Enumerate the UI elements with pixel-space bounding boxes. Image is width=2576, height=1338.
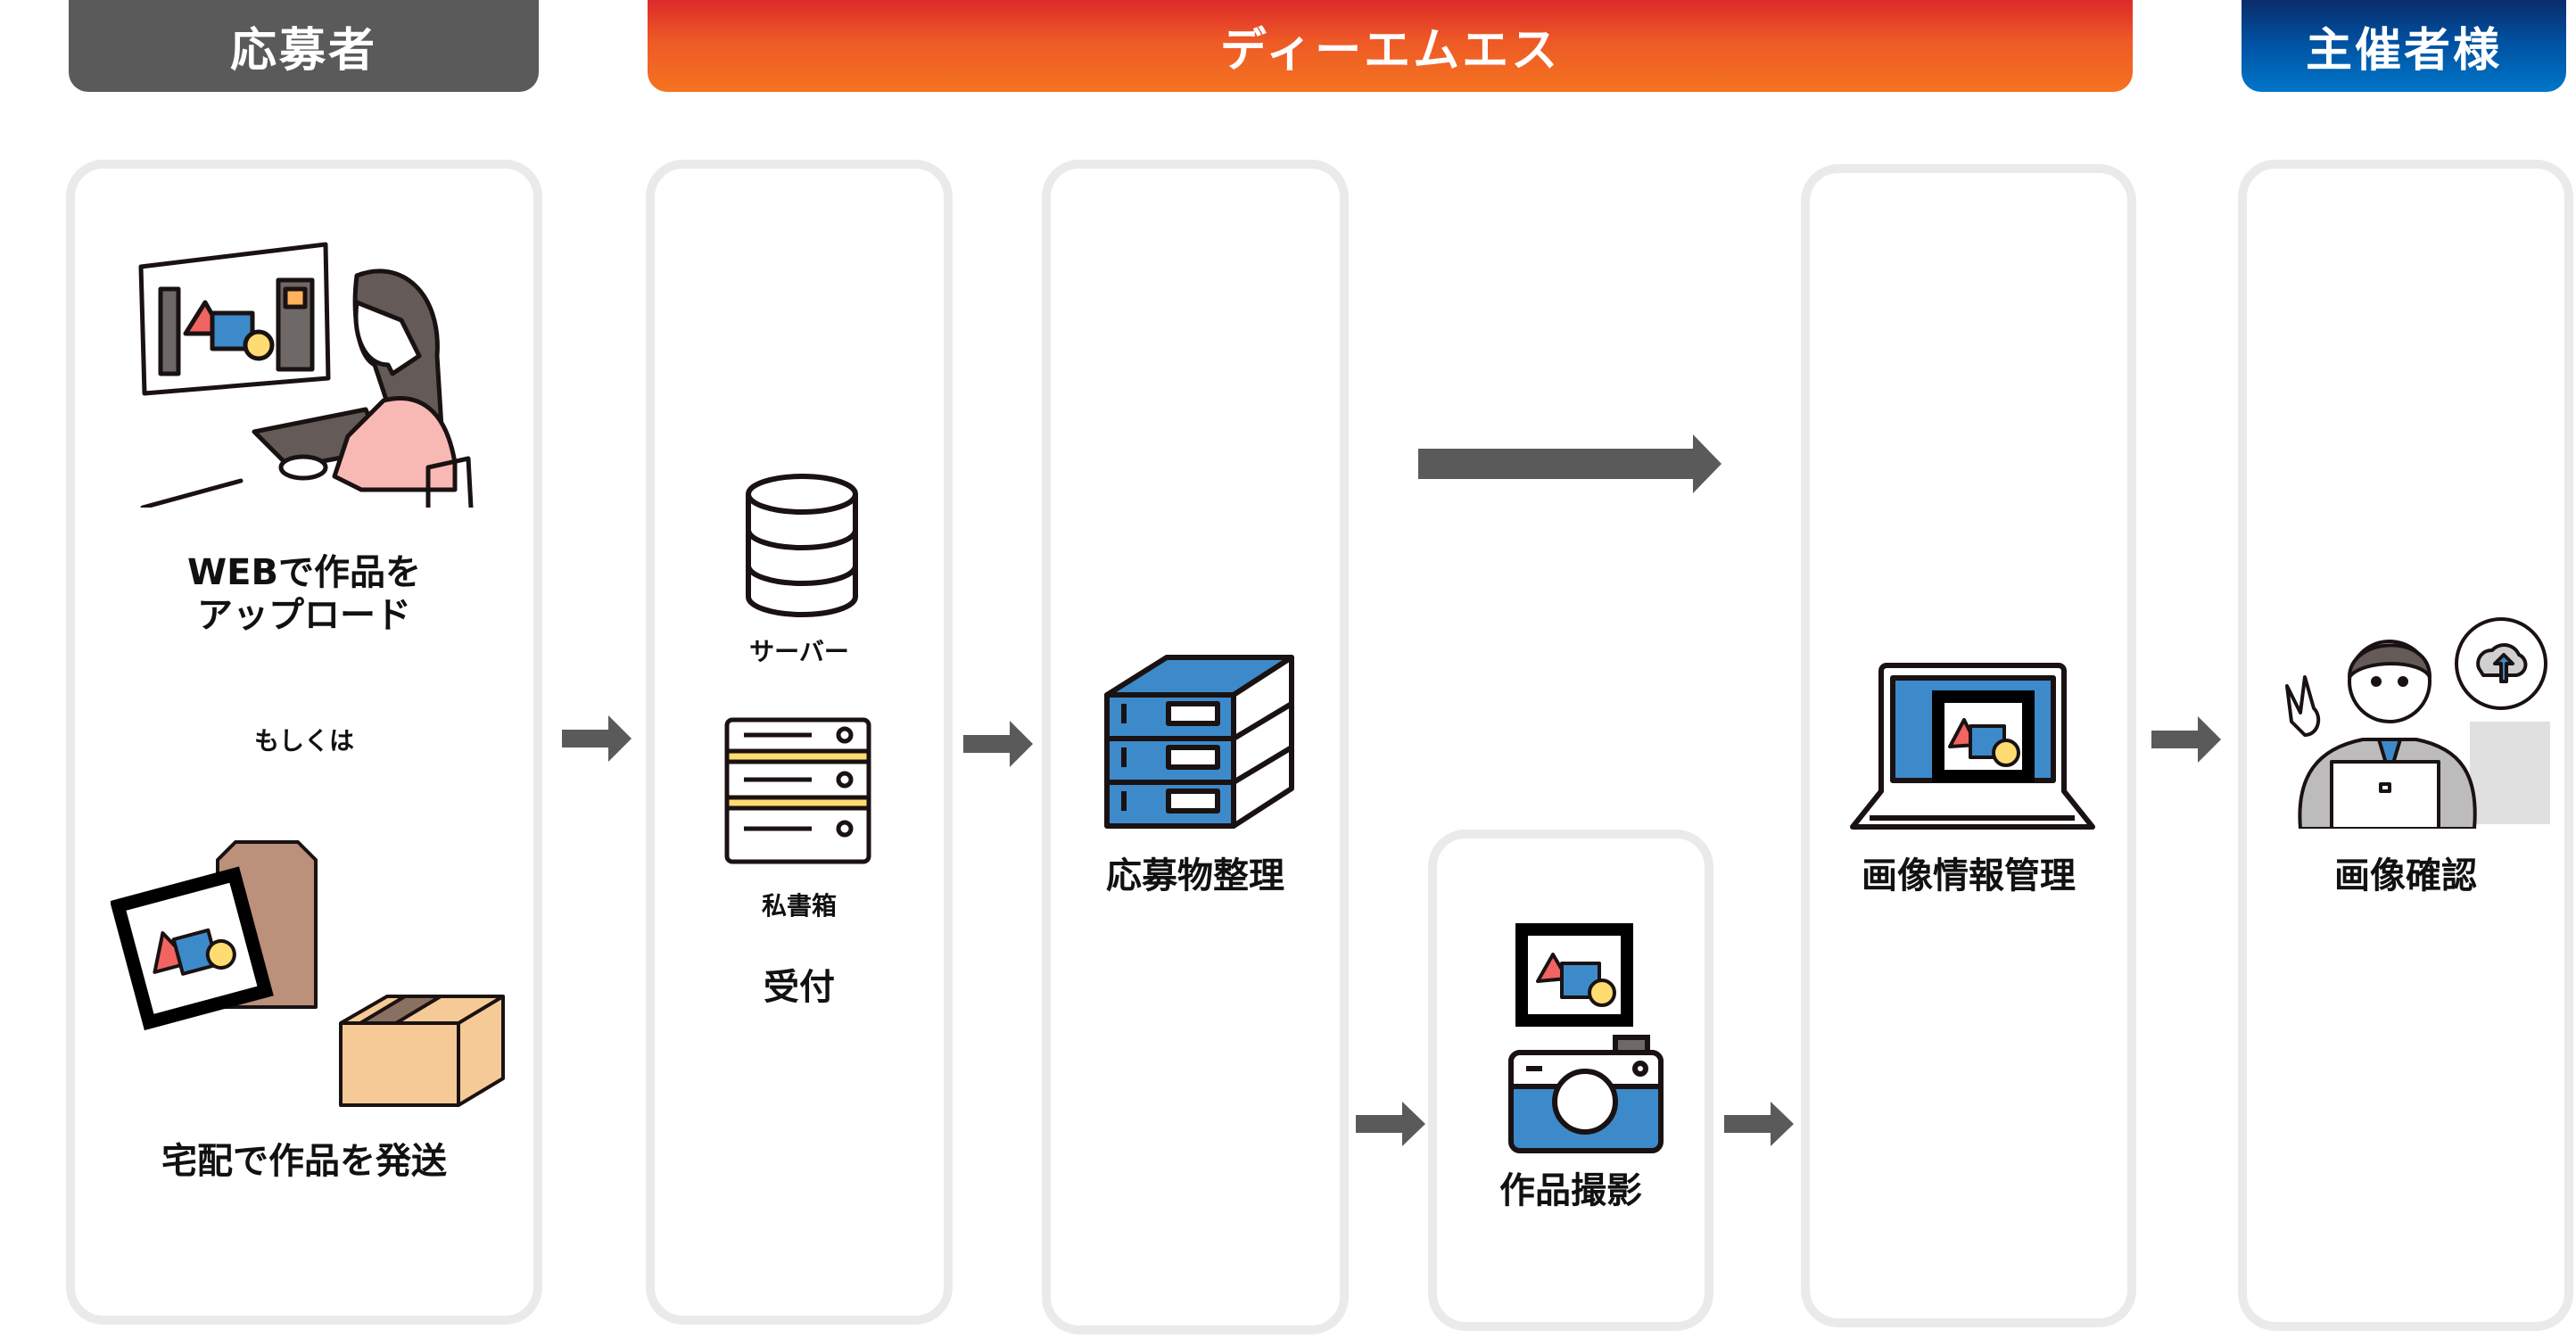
header-applicant: 応募者 [69,0,539,92]
artwork-parcel-icon [111,840,505,1107]
applicant-step-box: WEBで作品を アップロード もしくは 宅配で作品を発送 [66,160,542,1325]
ship-artwork-label: 宅配で作品を発送 [161,1141,447,1182]
photo-title: 作品撮影 [1499,1170,1642,1211]
header-organizer: 主催者様 [2242,0,2566,92]
image-management-title: 画像情報管理 [1862,855,2076,896]
image-management-step-box: 画像情報管理 [1801,164,2136,1327]
sorting-step-box: 応募物整理 [1042,160,1349,1334]
stacked-files-icon [1104,655,1294,829]
image-confirm-step-box: 画像確認 [2238,160,2573,1331]
sorting-title: 応募物整理 [1106,855,1284,896]
flow-arrow-1 [562,715,632,762]
reception-title: 受付 [764,967,835,1008]
flow-arrow-from-photo [1724,1102,1794,1146]
flow-arrow-long [1418,434,1721,493]
flow-arrow-2 [963,721,1033,767]
photo-step-box: 作品撮影 [1428,830,1713,1331]
artwork-frame-icon [1515,923,1633,1027]
po-box-label: 私書箱 [761,891,837,921]
laptop-artwork-icon [1850,663,2095,830]
flow-arrow-to-photo [1356,1102,1425,1146]
or-label: もしくは [253,726,354,756]
header-dms: ディーエムエス [648,0,2133,92]
image-confirm-title: 画像確認 [2334,855,2477,896]
woman-at-computer-icon [138,242,474,508]
server-database-icon [746,474,858,617]
server-label: サーバー [749,637,849,666]
reception-step-box: サーバー 私書箱 受付 [646,160,953,1325]
web-upload-label-line2: アップロード [197,595,411,636]
camera-icon [1508,1035,1664,1153]
po-box-icon [724,717,871,864]
web-upload-label-line1: WEBで作品を [187,552,421,593]
flow-arrow-to-organizer [2151,716,2221,763]
businessman-ok-icon [2285,617,2550,829]
